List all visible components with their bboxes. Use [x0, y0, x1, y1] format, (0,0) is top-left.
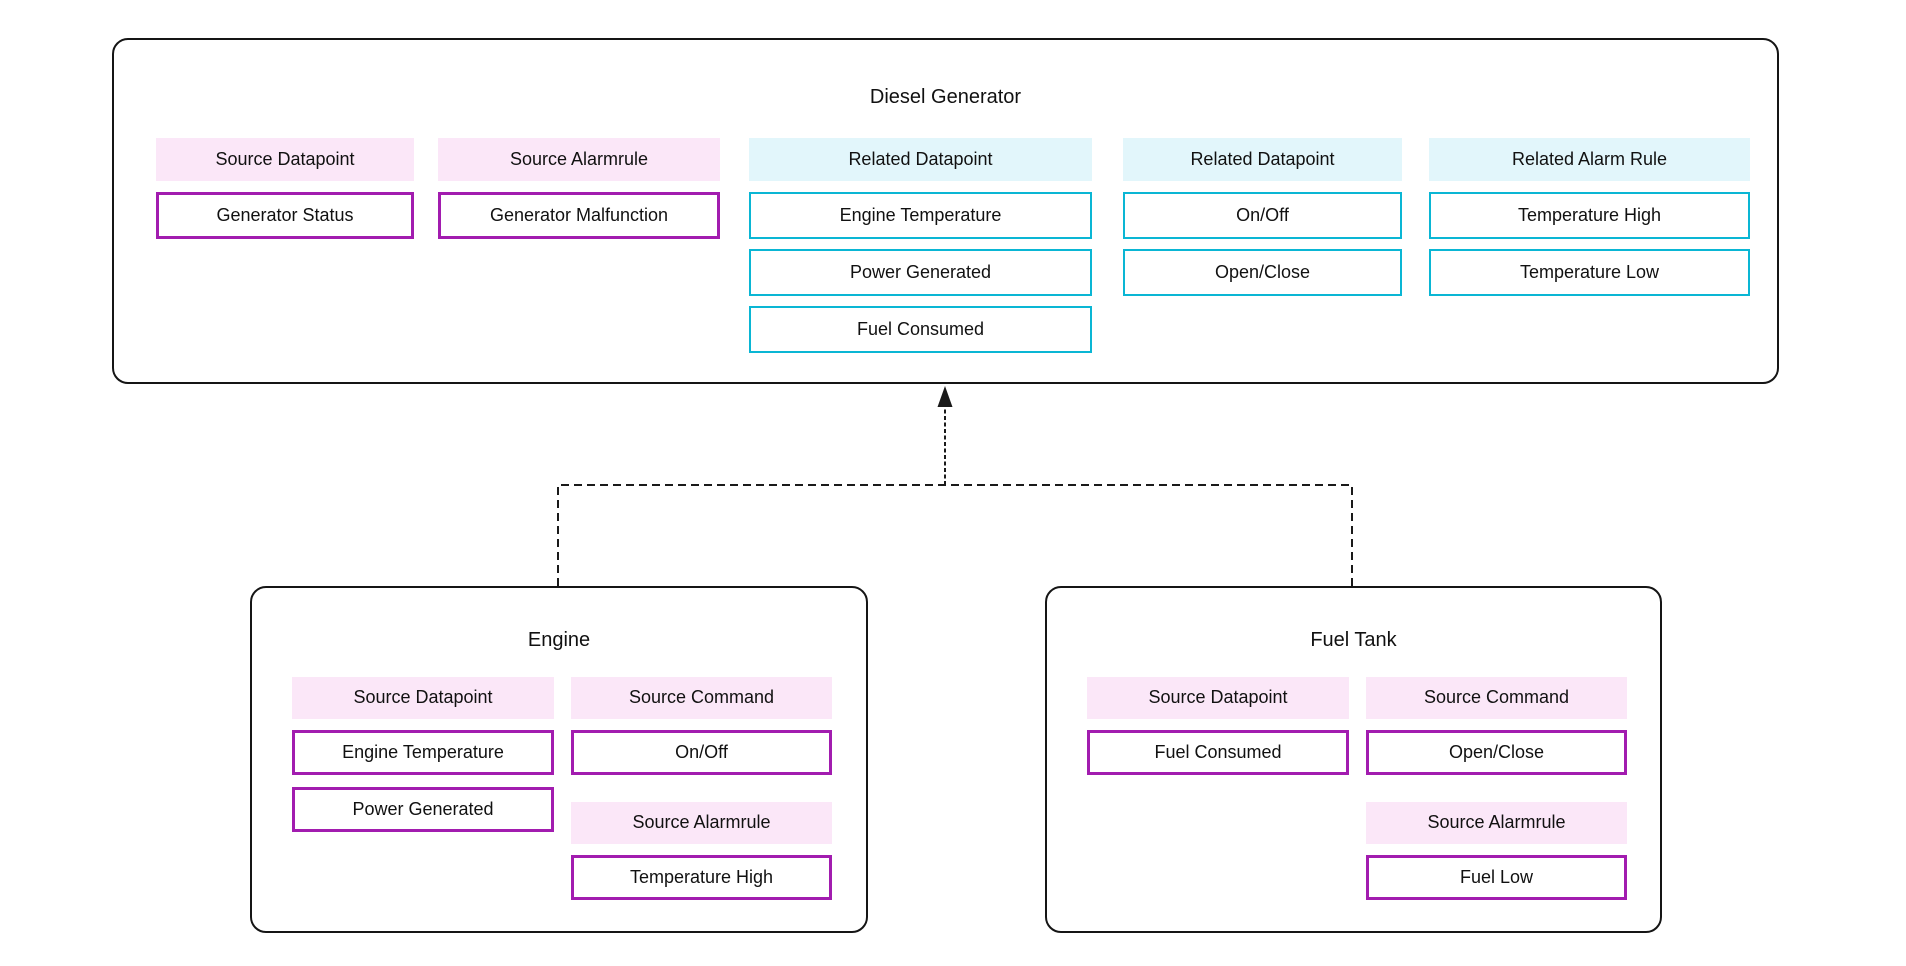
section-header-source-alarmrule: Source Alarmrule [438, 138, 720, 181]
section-header-related-alarm-rule: Related Alarm Rule [1429, 138, 1750, 181]
item-on-off: On/Off [571, 730, 832, 775]
section-header-source-datapoint: Source Datapoint [1087, 677, 1349, 719]
item-generator-status: Generator Status [156, 192, 414, 239]
dashed-connector [557, 484, 1353, 586]
item-fuel-low: Fuel Low [1366, 855, 1627, 900]
arrowhead-icon [937, 386, 953, 407]
item-engine-temperature: Engine Temperature [749, 192, 1092, 239]
section-header-source-command: Source Command [571, 677, 832, 719]
item-temperature-low: Temperature Low [1429, 249, 1750, 296]
item-engine-temperature: Engine Temperature [292, 730, 554, 775]
item-on-off: On/Off [1123, 192, 1402, 239]
item-temperature-high: Temperature High [1429, 192, 1750, 239]
section-header-source-alarmrule: Source Alarmrule [1366, 802, 1627, 844]
section-header-related-datapoint: Related Datapoint [1123, 138, 1402, 181]
section-header-source-datapoint: Source Datapoint [292, 677, 554, 719]
item-power-generated: Power Generated [749, 249, 1092, 296]
section-header-source-alarmrule: Source Alarmrule [571, 802, 832, 844]
item-temperature-high: Temperature High [571, 855, 832, 900]
section-header-source-datapoint: Source Datapoint [156, 138, 414, 181]
item-open-close: Open/Close [1123, 249, 1402, 296]
node-title-diesel-generator: Diesel Generator [869, 86, 1022, 108]
item-generator-malfunction: Generator Malfunction [438, 192, 720, 239]
item-power-generated: Power Generated [292, 787, 554, 832]
item-fuel-consumed: Fuel Consumed [749, 306, 1092, 353]
section-header-related-datapoint: Related Datapoint [749, 138, 1092, 181]
item-open-close: Open/Close [1366, 730, 1627, 775]
section-header-source-command: Source Command [1366, 677, 1627, 719]
node-title-fuel-tank: Fuel Tank [1310, 629, 1397, 651]
node-title-engine: Engine [527, 629, 591, 651]
item-fuel-consumed: Fuel Consumed [1087, 730, 1349, 775]
